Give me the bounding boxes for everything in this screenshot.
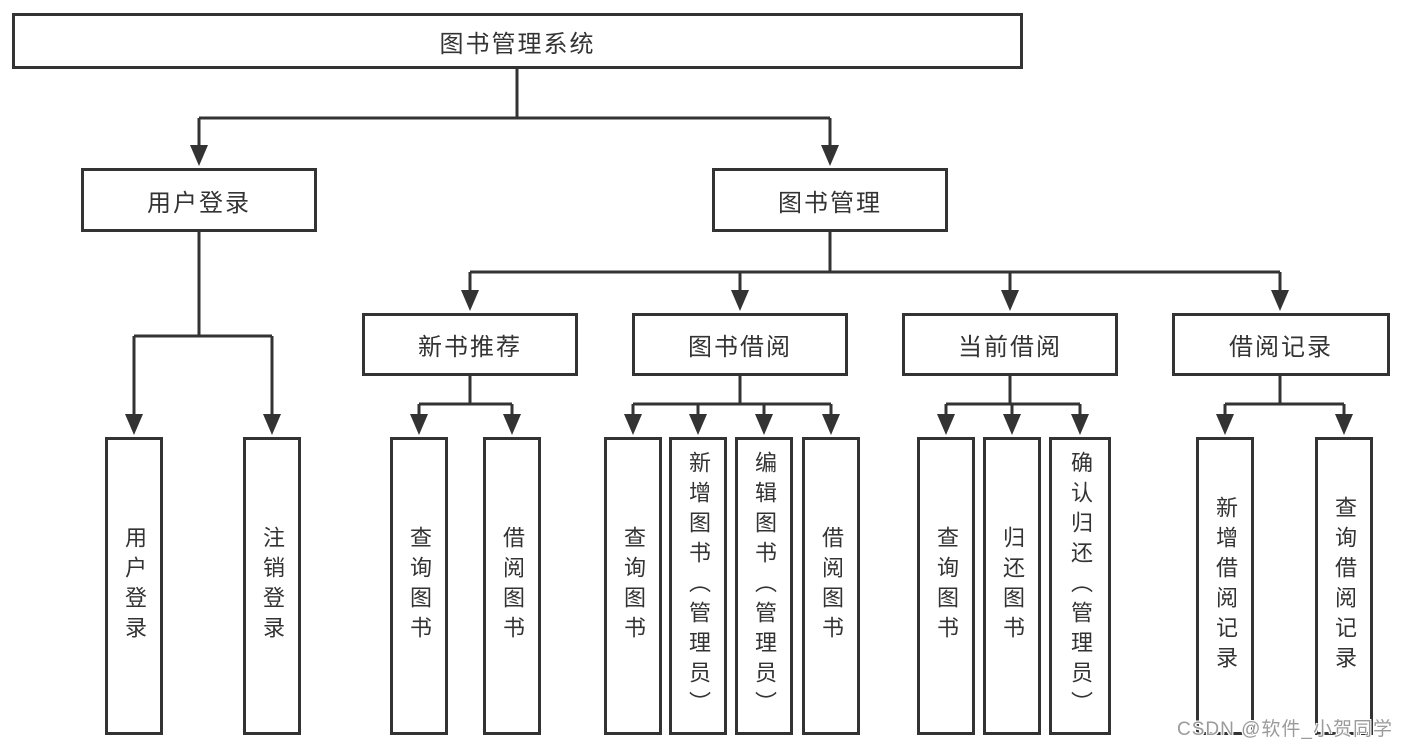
leaf-add-book-admin: 新增图书（管理员） bbox=[669, 437, 727, 735]
leaf-edit-book-admin: 编辑图书（管理员） bbox=[735, 437, 793, 735]
node-borrow-records: 借阅记录 bbox=[1172, 313, 1390, 376]
leaf-add-borrow-record: 新增借阅记录 bbox=[1196, 437, 1254, 735]
node-book-management: 图书管理 bbox=[712, 168, 948, 232]
leaf-query-books-borrow: 查询图书 bbox=[604, 437, 662, 735]
leaf-logout: 注销登录 bbox=[243, 437, 301, 735]
leaf-query-borrow-record: 查询借阅记录 bbox=[1315, 437, 1373, 735]
leaf-return-book: 归还图书 bbox=[983, 437, 1041, 735]
node-user-login: 用户登录 bbox=[81, 168, 317, 232]
node-root: 图书管理系统 bbox=[12, 13, 1023, 69]
leaf-user-login: 用户登录 bbox=[105, 437, 163, 735]
node-book-borrow: 图书借阅 bbox=[632, 313, 848, 376]
leaf-query-books-recommend: 查询图书 bbox=[390, 437, 448, 735]
leaf-borrow-books-recommend: 借阅图书 bbox=[483, 437, 541, 735]
leaf-confirm-return-admin: 确认归还（管理员） bbox=[1049, 437, 1111, 735]
leaf-borrow-books: 借阅图书 bbox=[802, 437, 860, 735]
csdn-watermark: CSDN @软件_小贺同学 bbox=[1177, 719, 1393, 740]
leaf-query-books-current: 查询图书 bbox=[917, 437, 975, 735]
node-new-book-recommend: 新书推荐 bbox=[362, 313, 578, 376]
node-current-borrow: 当前借阅 bbox=[902, 313, 1118, 376]
